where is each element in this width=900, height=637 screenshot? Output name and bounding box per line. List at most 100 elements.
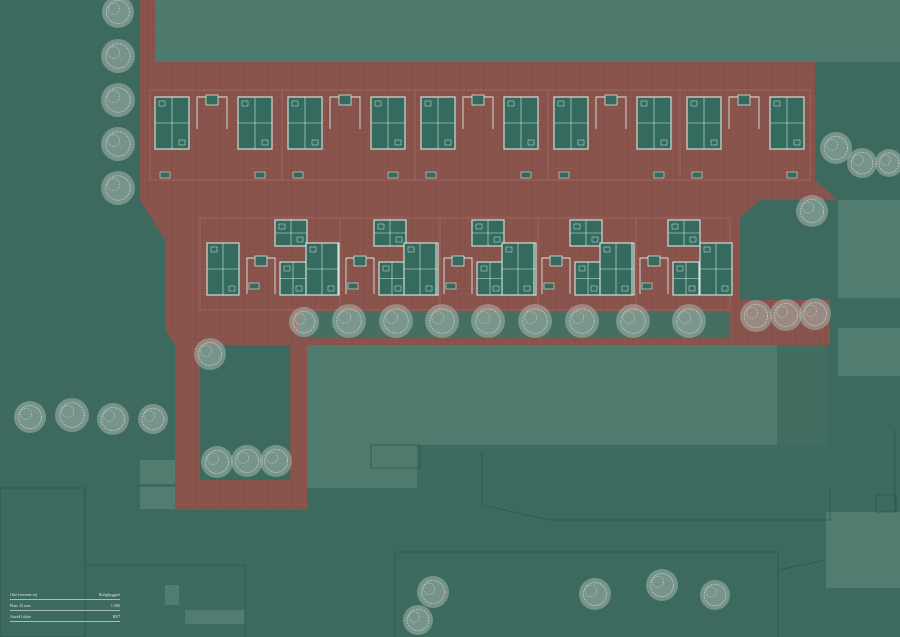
shed bbox=[653, 171, 665, 179]
courtyard bbox=[196, 94, 228, 129]
title-block: Otto Iversens vej Boligbyggeri Plan: 43 … bbox=[10, 589, 120, 622]
tree-icon bbox=[770, 299, 802, 331]
tree-icon bbox=[101, 127, 135, 161]
courtyard bbox=[541, 255, 571, 294]
house-plan-icon bbox=[574, 261, 602, 296]
tree-icon bbox=[102, 0, 134, 28]
title-block-row: Otto Iversens vej Boligbyggeri bbox=[10, 589, 120, 600]
courtyard bbox=[462, 94, 494, 129]
tree-icon bbox=[332, 304, 366, 338]
courtyard bbox=[595, 94, 627, 129]
house-plan-icon bbox=[274, 219, 308, 247]
courtyard bbox=[728, 94, 760, 129]
tree-icon bbox=[700, 580, 730, 610]
tree-icon bbox=[579, 578, 611, 610]
title-block-row: Astrid Lykke BE7 bbox=[10, 611, 120, 622]
house-plan-icon bbox=[599, 242, 633, 296]
tree-icon bbox=[796, 195, 828, 227]
courtyard bbox=[345, 255, 375, 294]
house-plan-icon bbox=[279, 261, 307, 296]
house-plan-icon bbox=[373, 219, 407, 247]
tree-icon bbox=[138, 404, 168, 434]
tree-icon bbox=[875, 149, 900, 177]
tree-icon bbox=[194, 338, 226, 370]
house-plan-icon bbox=[553, 96, 589, 150]
shed bbox=[347, 282, 359, 290]
tree-icon bbox=[289, 307, 319, 337]
house-plan-icon bbox=[305, 242, 339, 296]
house-plans bbox=[154, 94, 805, 296]
house-plan-icon bbox=[699, 242, 733, 296]
shed bbox=[543, 282, 555, 290]
tree-icon bbox=[403, 605, 433, 635]
house-plan-icon bbox=[501, 242, 535, 296]
shed bbox=[387, 171, 399, 179]
tree-icon bbox=[799, 298, 831, 330]
courtyard bbox=[329, 94, 361, 129]
shed bbox=[691, 171, 703, 179]
shed bbox=[641, 282, 653, 290]
house-plan-icon bbox=[686, 96, 722, 150]
house-plan-icon bbox=[667, 219, 701, 247]
tree-icon bbox=[565, 304, 599, 338]
title-block-right: 1:300 bbox=[110, 602, 120, 608]
house-plan-icon bbox=[403, 242, 437, 296]
tree-icon bbox=[847, 148, 877, 178]
parcel-lines bbox=[149, 89, 811, 311]
house-plan-icon bbox=[569, 219, 603, 247]
shed bbox=[248, 282, 260, 290]
tree-icon bbox=[740, 300, 772, 332]
shed bbox=[558, 171, 570, 179]
house-plan-icon bbox=[237, 96, 273, 150]
courtyard bbox=[246, 255, 276, 294]
house-plan-icon bbox=[420, 96, 456, 150]
tree-icon bbox=[425, 304, 459, 338]
shed bbox=[445, 282, 457, 290]
context-linework bbox=[0, 430, 897, 637]
house-plan-icon bbox=[672, 261, 700, 296]
tree-icon bbox=[14, 401, 46, 433]
tree-icon bbox=[518, 304, 552, 338]
house-plan-icon bbox=[287, 96, 323, 150]
title-block-left: Otto Iversens vej bbox=[10, 591, 38, 597]
house-plan-icon bbox=[636, 96, 672, 150]
tree-icon bbox=[97, 403, 129, 435]
shed bbox=[786, 171, 798, 179]
tree-icon bbox=[101, 39, 135, 73]
tree-icon bbox=[55, 398, 89, 432]
tree-icon bbox=[101, 83, 135, 117]
courtyard bbox=[639, 255, 669, 294]
tree-icon bbox=[672, 304, 706, 338]
title-block-right: Boligbyggeri bbox=[98, 591, 120, 597]
tree-icon bbox=[101, 171, 135, 205]
tree-icon bbox=[471, 304, 505, 338]
shed bbox=[254, 171, 266, 179]
tree-icon bbox=[231, 445, 263, 477]
title-block-left: Plan: 43 mas bbox=[10, 602, 31, 608]
tree-icon bbox=[616, 304, 650, 338]
house-plan-icon bbox=[471, 219, 505, 247]
shed bbox=[520, 171, 532, 179]
tree-icon bbox=[201, 446, 233, 478]
shed bbox=[292, 171, 304, 179]
courtyard bbox=[443, 255, 473, 294]
tree-icon bbox=[260, 445, 292, 477]
house-plan-icon bbox=[206, 242, 240, 296]
tree-icon bbox=[646, 569, 678, 601]
title-block-left: Astrid Lykke bbox=[10, 613, 31, 619]
trees bbox=[14, 0, 900, 635]
tree-icon bbox=[820, 132, 852, 164]
title-block-right: BE7 bbox=[112, 613, 120, 619]
house-plan-icon bbox=[503, 96, 539, 150]
house-plan-icon bbox=[476, 261, 504, 296]
house-plan-icon bbox=[769, 96, 805, 150]
tree-icon bbox=[379, 304, 413, 338]
house-plan-icon bbox=[154, 96, 190, 150]
pale-fields bbox=[140, 0, 900, 624]
house-plan-icon bbox=[378, 261, 406, 296]
title-block-row: Plan: 43 mas 1:300 bbox=[10, 600, 120, 611]
house-plan-icon bbox=[370, 96, 406, 150]
tree-icon bbox=[417, 576, 449, 608]
shed bbox=[425, 171, 437, 179]
